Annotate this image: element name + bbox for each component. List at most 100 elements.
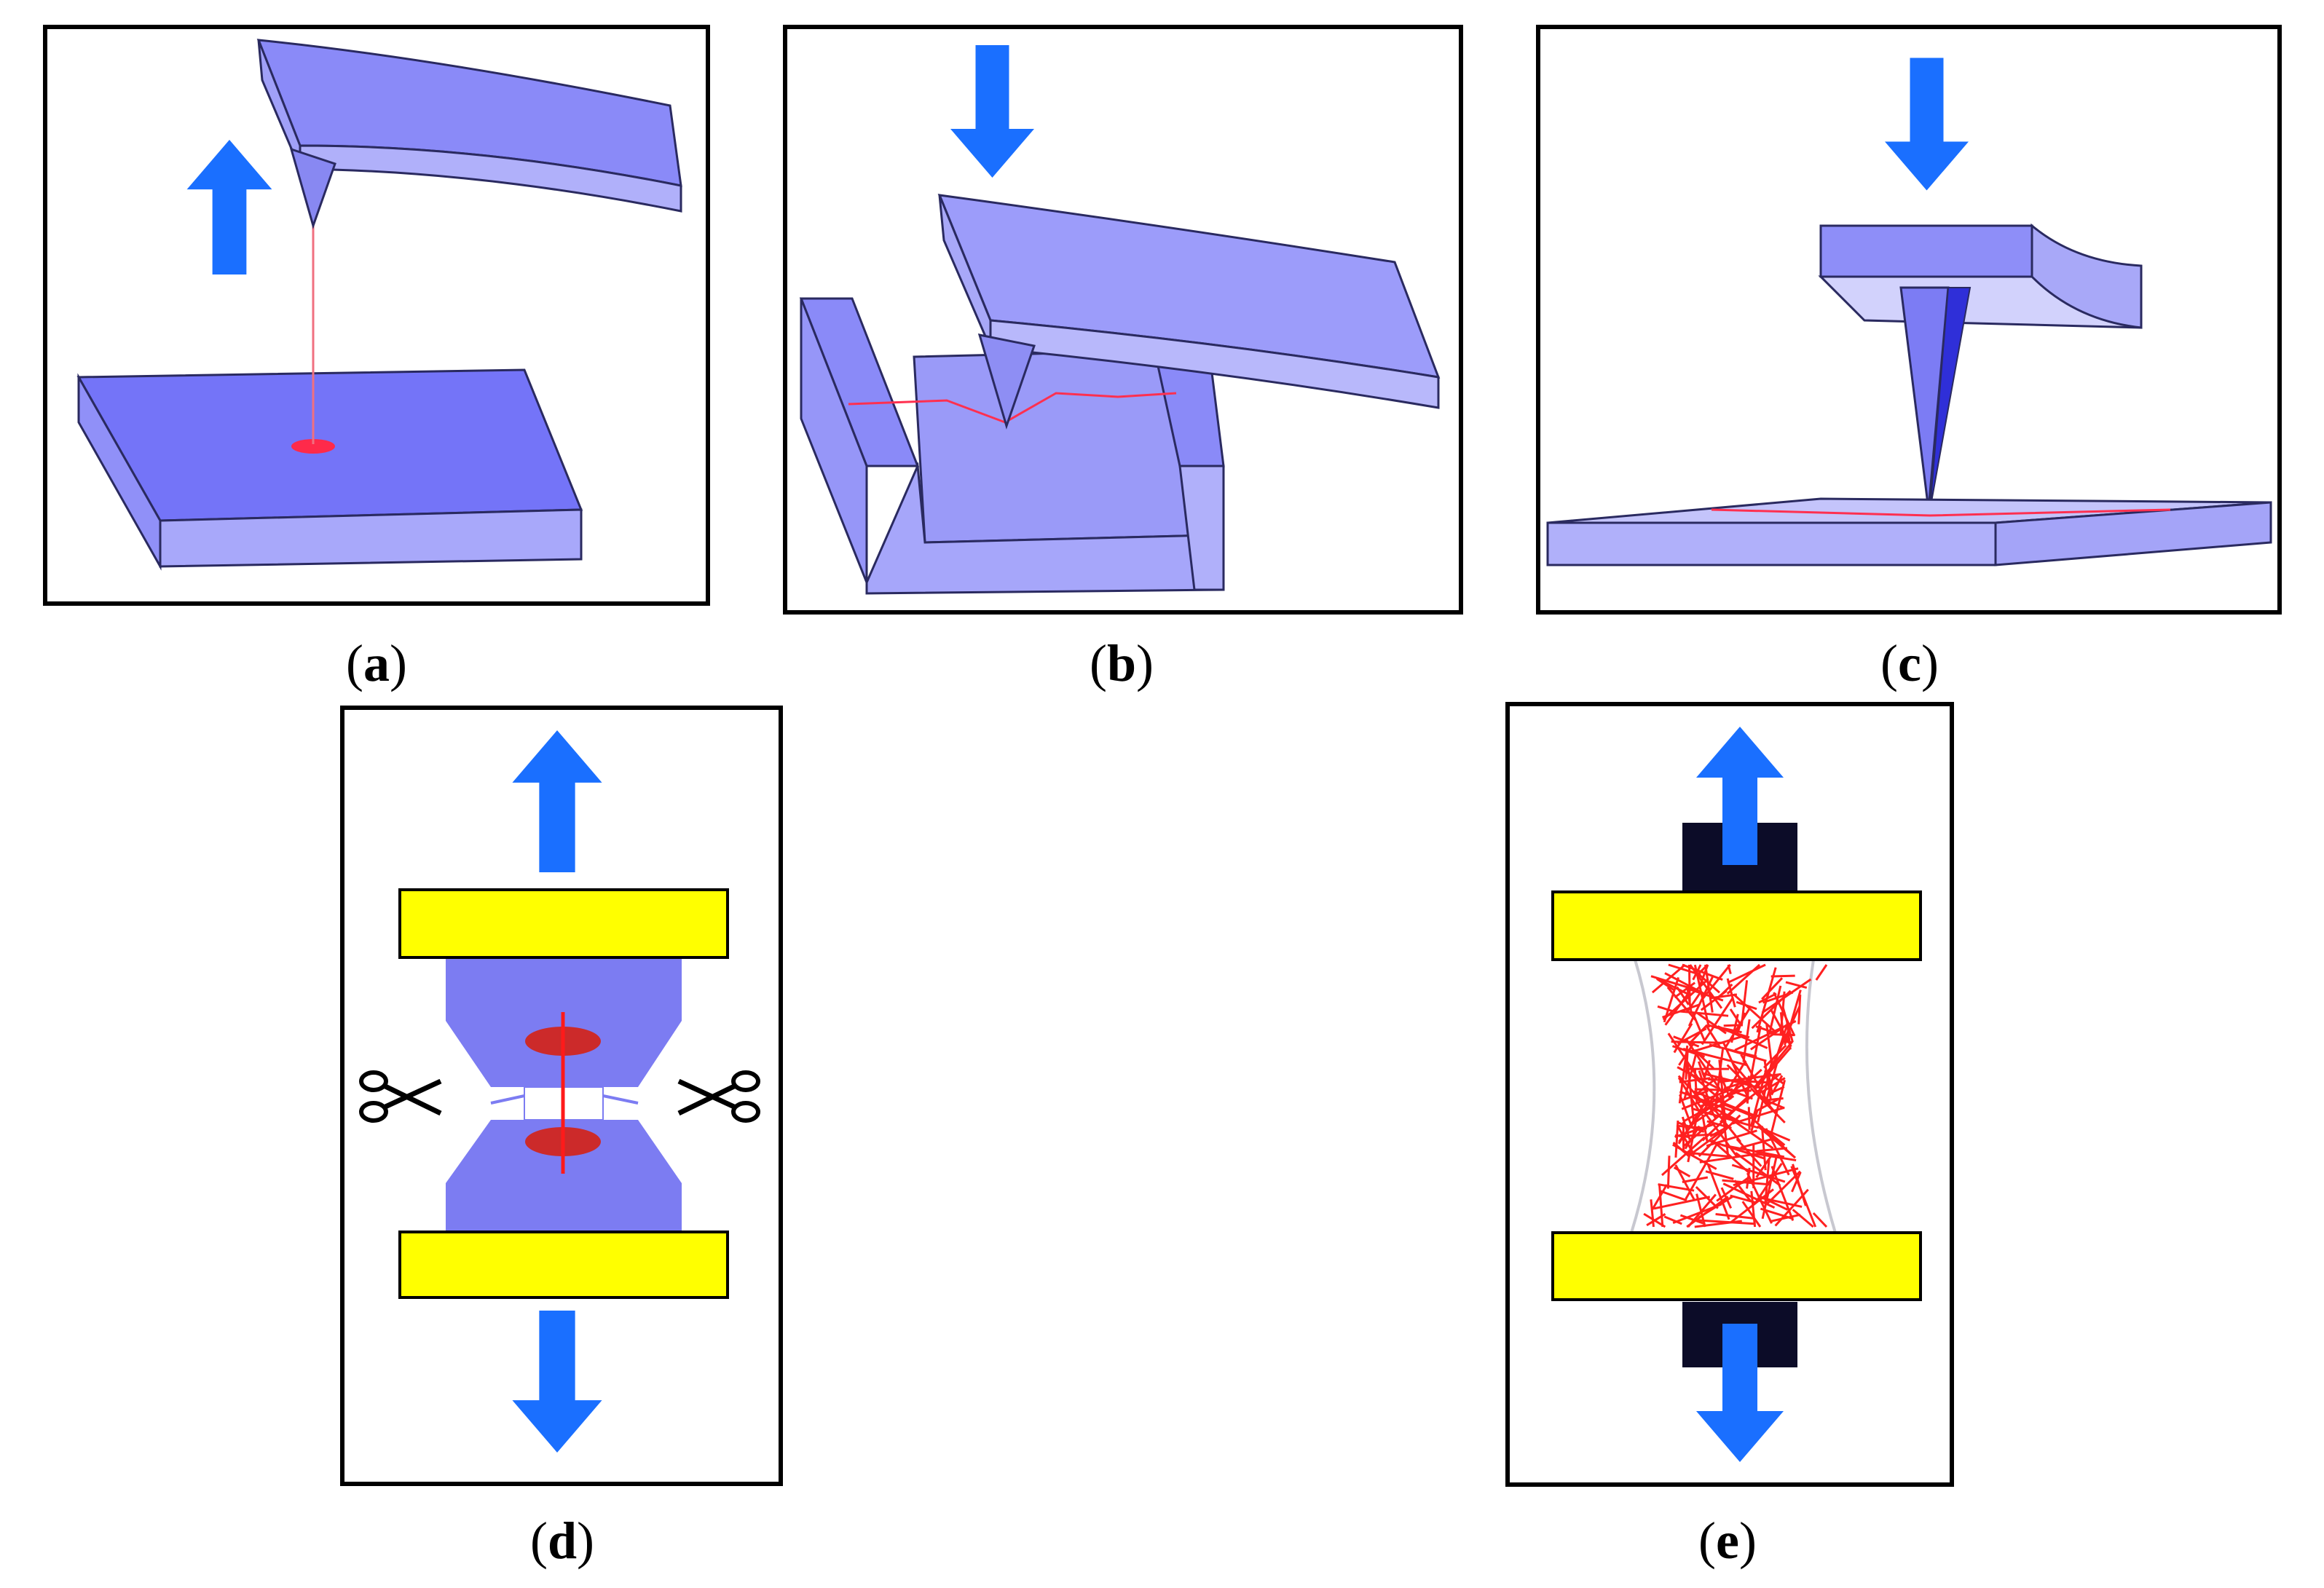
fiber-segment xyxy=(1687,989,1703,1012)
fiber-segment xyxy=(1677,1124,1707,1130)
fiber-segment xyxy=(1658,1183,1695,1192)
fiber-segment xyxy=(1725,1114,1774,1150)
fiber-segment xyxy=(1686,1062,1695,1121)
panel-b xyxy=(783,25,1463,615)
fiber-segment xyxy=(1701,1091,1717,1120)
fiber-segment xyxy=(1693,1219,1756,1225)
fiber-segment xyxy=(1682,963,1723,981)
fiber-segment xyxy=(1683,1104,1714,1123)
lower-grip xyxy=(1551,1231,1922,1301)
fiber-segment xyxy=(1792,1164,1807,1206)
fiber-segment xyxy=(1679,1214,1706,1225)
fiber-segment xyxy=(1653,1196,1711,1210)
fiber-segment xyxy=(1770,1213,1801,1222)
caption-e: (e) xyxy=(1698,1512,1757,1570)
cantilever xyxy=(937,194,1441,430)
fiber-segment xyxy=(1676,986,1690,1006)
fiber-segment xyxy=(1682,1112,1723,1148)
fiber-segment xyxy=(1756,1147,1788,1153)
fiber-segment xyxy=(1768,985,1782,1033)
panel-d xyxy=(340,706,783,1486)
cantilever xyxy=(256,39,682,229)
fiber-segment xyxy=(1717,1026,1742,1034)
fiber-segment xyxy=(1757,1057,1774,1123)
fiber-segment xyxy=(1797,994,1802,1024)
caption-b: (b) xyxy=(1090,634,1154,692)
fiber-segment xyxy=(1706,1164,1730,1220)
fiber-segment xyxy=(1760,1126,1767,1171)
fiber-segment xyxy=(1765,1097,1784,1102)
fiber-segment xyxy=(1742,1019,1751,1062)
fiber-segment xyxy=(1733,1167,1799,1187)
fiber-segment xyxy=(1722,1042,1749,1099)
fiber-segment xyxy=(1709,1043,1757,1058)
fiber-segment xyxy=(1724,1008,1751,1048)
fiber-segment xyxy=(1685,1038,1724,1094)
fiber-network xyxy=(1643,963,1828,1228)
fiber-segment xyxy=(1695,963,1709,977)
fiber-segment xyxy=(1687,1151,1732,1158)
fiber-segment xyxy=(1720,1187,1733,1209)
fiber-segment xyxy=(1740,1137,1776,1149)
upper-grip xyxy=(398,888,729,959)
panel-e xyxy=(1505,702,1954,1487)
fiber-segment xyxy=(1755,1156,1772,1178)
fiber-segment xyxy=(1733,993,1776,1032)
fiber-segment xyxy=(1784,989,1802,1046)
fiber-segment xyxy=(1740,980,1749,1027)
fiber-segment xyxy=(1756,1153,1797,1162)
fiber-segment xyxy=(1700,989,1728,1011)
scissors-icon xyxy=(677,1070,760,1123)
fiber-segment xyxy=(1657,1005,1674,1013)
fiber-segment xyxy=(1770,1006,1801,1068)
fiber-segment xyxy=(1677,1027,1707,1045)
fiber-segment xyxy=(1691,1011,1706,1041)
fiber-segment xyxy=(1687,1193,1717,1228)
fiber-segment xyxy=(1729,1008,1742,1026)
fiber-segment xyxy=(1678,1089,1720,1143)
fiber-segment xyxy=(1701,997,1734,1046)
fiber-segment xyxy=(1764,1158,1770,1204)
lower-grip xyxy=(398,1230,729,1299)
fiber-segment xyxy=(1674,981,1696,999)
scissors-icon xyxy=(359,1070,442,1123)
fiber-segment xyxy=(1754,1047,1792,1091)
fiber-segment xyxy=(1750,1087,1786,1123)
fiber-segment xyxy=(1696,1012,1727,1035)
fiber-segment xyxy=(1763,1044,1787,1069)
fiber-segment xyxy=(1779,991,1786,1036)
substrate xyxy=(76,368,583,571)
fiber-segment xyxy=(1792,1209,1814,1228)
fiber-segment xyxy=(1764,1069,1785,1086)
fiber-segment xyxy=(1749,1022,1790,1051)
fiber-segment xyxy=(1703,1059,1711,1078)
fiber-segment xyxy=(1693,1048,1714,1070)
fiber-segment xyxy=(1746,1075,1750,1104)
fiber-segment xyxy=(1720,1102,1757,1119)
fiber-segment xyxy=(1760,1207,1794,1220)
fiber-segment xyxy=(1679,1090,1733,1113)
panel-a xyxy=(43,25,710,606)
fiber-segment xyxy=(1741,1201,1762,1228)
fiber-segment xyxy=(1651,963,1686,994)
fiber-segment xyxy=(1759,1195,1789,1211)
upper-grip xyxy=(1551,890,1922,961)
fiber-segment xyxy=(1699,1152,1762,1164)
fiber-segment xyxy=(1720,1075,1732,1100)
laser-spot xyxy=(291,439,335,454)
fiber-segment xyxy=(1770,1080,1786,1136)
fiber-segment xyxy=(1681,1088,1733,1110)
fiber-segment xyxy=(1785,981,1808,989)
fiber-segment xyxy=(1815,964,1828,981)
fiber-segment xyxy=(1773,992,1796,1037)
substrate xyxy=(1546,497,2272,566)
trench-substrate xyxy=(799,297,1225,595)
fiber-segment xyxy=(1672,1143,1717,1170)
fiber-segment xyxy=(1678,1045,1689,1104)
sample-lower-half xyxy=(446,1120,682,1232)
fiber-segment xyxy=(1679,1133,1722,1137)
fiber-segment xyxy=(1698,1114,1741,1158)
fiber-segment xyxy=(1687,976,1714,1027)
fiber-segment xyxy=(1736,1000,1757,1011)
